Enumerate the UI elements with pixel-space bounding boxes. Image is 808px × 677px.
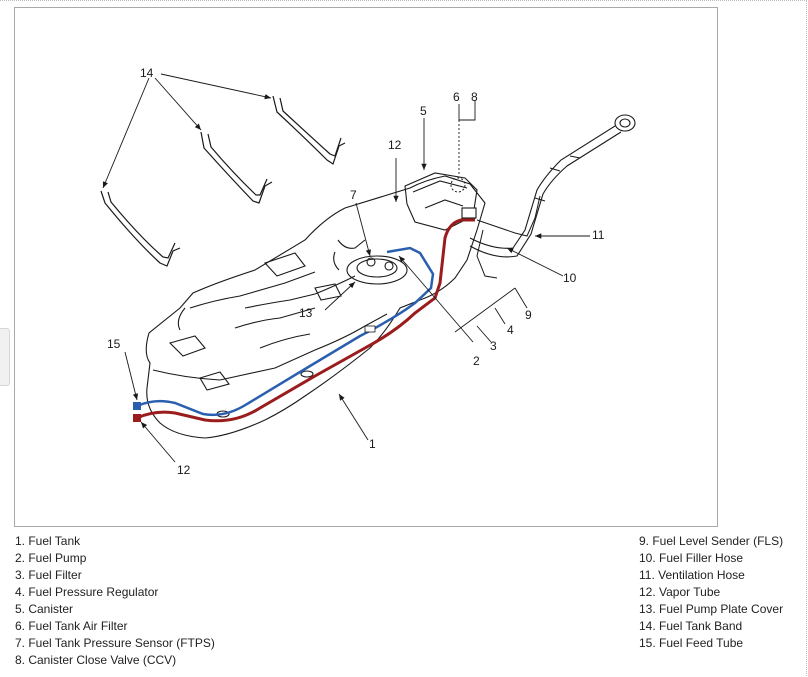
legend-item: 1. Fuel Tank <box>15 534 81 548</box>
fuel-tank-air-filter <box>450 177 466 193</box>
fuel-tank-body <box>145 175 486 439</box>
callout-13: 13 <box>299 306 313 320</box>
callout-1: 1 <box>369 437 376 451</box>
fuel-tank-band-group <box>100 95 346 267</box>
legend-right: 9. Fuel Level Sender (FLS) 10. Fuel Fill… <box>639 533 783 652</box>
legend-item: 2. Fuel Pump <box>15 551 87 565</box>
legend-item: 13. Fuel Pump Plate Cover <box>639 602 784 616</box>
legend-item: 6. Fuel Tank Air Filter <box>15 619 128 633</box>
callout-7: 7 <box>350 188 357 202</box>
legend-item: 11. Ventilation Hose <box>639 568 745 582</box>
callout-15: 15 <box>107 337 121 351</box>
legend-item: 12. Vapor Tube <box>639 585 721 599</box>
side-handle[interactable] <box>0 328 10 386</box>
fuel-pump-plate-cover <box>337 239 408 285</box>
fuel-tank-band-middle <box>200 131 273 204</box>
fuel-filler-hose <box>469 114 636 258</box>
ventilation-hose <box>476 195 541 279</box>
callout-10: 10 <box>563 271 577 285</box>
legend-item: 4. Fuel Pressure Regulator <box>15 585 159 599</box>
legend-item: 7. Fuel Tank Pressure Sensor (FTPS) <box>15 636 215 650</box>
vapor-tube <box>136 218 475 423</box>
callout-14: 14 <box>140 66 154 80</box>
legend-item: 5. Canister <box>15 602 74 616</box>
legend-item: 15. Fuel Feed Tube <box>639 636 744 650</box>
legend-item: 9. Fuel Level Sender (FLS) <box>639 534 784 548</box>
callout-11: 11 <box>592 228 605 242</box>
callout-4: 4 <box>507 323 514 337</box>
legend-item: 8. Canister Close Valve (CCV) <box>15 653 177 667</box>
callout-9: 9 <box>525 308 532 322</box>
callout-3: 3 <box>490 339 497 353</box>
callout-6: 6 <box>453 90 460 104</box>
legend-item: 14. Fuel Tank Band <box>639 619 743 633</box>
callout-12-bottom: 12 <box>177 463 191 477</box>
leader-lines <box>102 73 590 463</box>
callout-8: 8 <box>471 90 478 104</box>
legend-item: 10. Fuel Filler Hose <box>639 551 744 565</box>
legend-item: 3. Fuel Filter <box>15 568 82 582</box>
canister <box>404 172 478 231</box>
legend-left: 1. Fuel Tank 2. Fuel Pump 3. Fuel Filter… <box>15 533 215 669</box>
callout-12-top: 12 <box>388 138 402 152</box>
feed-tube-connector <box>133 402 141 410</box>
fuel-system-diagram: 14 6 8 5 12 7 11 10 9 4 13 3 2 15 1 12 <box>14 7 718 527</box>
fuel-feed-tube <box>136 246 435 417</box>
diagram-drawing <box>100 73 636 463</box>
fuel-tank-band-left <box>100 190 181 267</box>
fuel-tank-band-right <box>272 95 346 165</box>
vapor-tube-connector <box>133 414 141 422</box>
callout-5: 5 <box>420 104 427 118</box>
callout-2: 2 <box>473 354 480 368</box>
